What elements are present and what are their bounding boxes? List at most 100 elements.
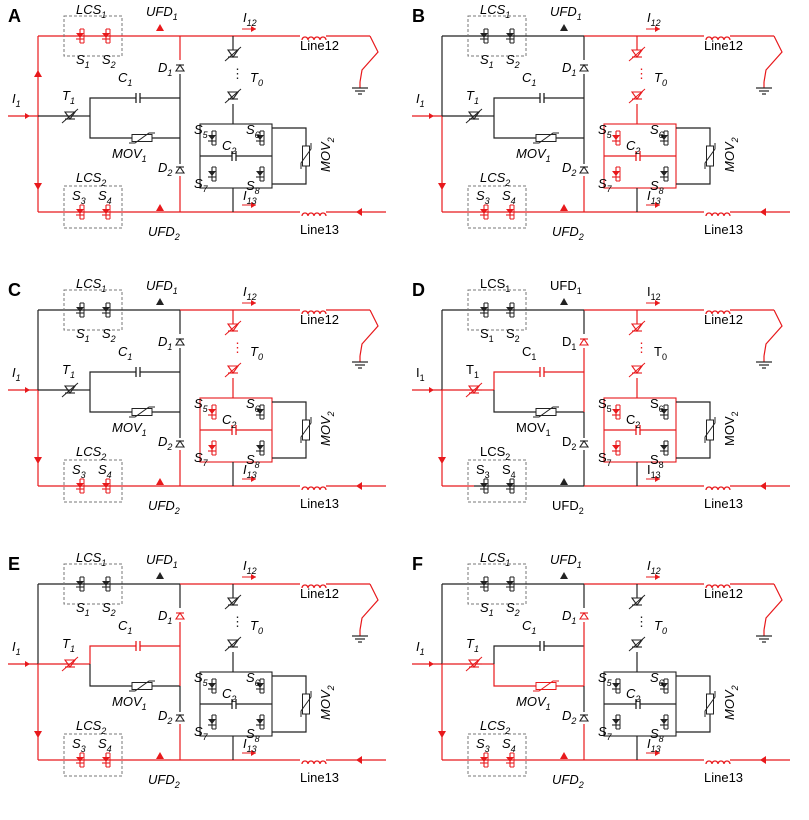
ufd2-label: UFD2 (552, 224, 584, 242)
capacitor-c1 (539, 641, 545, 651)
ufd2-arrow (560, 752, 568, 759)
mov2-label: MOV2 (722, 411, 740, 446)
panel-letter: B (412, 6, 425, 26)
s2-label: S2 (102, 326, 116, 344)
s3-label: S3 (476, 462, 490, 480)
i13-label: I13 (647, 188, 661, 206)
s8-label: S8 (650, 726, 664, 744)
ufd2-arrow (156, 478, 164, 485)
s1-label: S1 (76, 600, 90, 618)
mov1-wire-left (493, 390, 536, 413)
mov1-label: MOV1 (112, 146, 147, 164)
t0-dots: ⋮ (635, 614, 648, 629)
s8-label: S8 (650, 452, 664, 470)
line13-in-arrow (760, 756, 766, 764)
t0-dots: ⋮ (635, 340, 648, 355)
diode-d1 (578, 64, 590, 72)
t1-label: T1 (62, 362, 75, 380)
s1-label: S1 (76, 52, 90, 70)
s5-label: S5 (598, 396, 612, 414)
i12-label: I12 (243, 284, 257, 302)
s4-label: S4 (98, 736, 112, 754)
ufd1-label: UFD1 (550, 4, 582, 22)
mov1-label: MOV1 (112, 694, 147, 712)
s3-label: S3 (72, 736, 86, 754)
bus-down-arrow (438, 457, 446, 464)
d2-label: D2 (158, 708, 172, 726)
varistor-mov2 (300, 417, 312, 443)
s4-label: S4 (98, 462, 112, 480)
s2-label: S2 (102, 52, 116, 70)
line13-label: Line13 (300, 496, 339, 511)
bus-down-arrow (438, 183, 446, 190)
t0-label: T0 (654, 70, 667, 88)
i13-arrow-head (655, 750, 660, 756)
switch-s7 (612, 714, 621, 730)
mov2-wire-top (272, 127, 307, 146)
s6-label: S6 (246, 396, 260, 414)
c1-label: C1 (118, 70, 132, 88)
s5-label: S5 (598, 670, 613, 688)
lcs2-label: LCS2 (480, 718, 510, 736)
s1-label: S1 (480, 600, 494, 618)
i12-arrow-head (655, 26, 660, 32)
panel-letter: C (8, 280, 21, 300)
line13-label: Line13 (300, 222, 339, 237)
inductor-line12 (301, 36, 327, 41)
fault-bolt (359, 583, 379, 631)
ufd2-label: UFD2 (552, 498, 584, 516)
line12-label: Line12 (704, 312, 743, 327)
i13-arrow-head (251, 750, 256, 756)
ufd2-arrow (156, 204, 164, 211)
capacitor-c1 (135, 641, 141, 651)
d2-label: D2 (562, 708, 576, 726)
c2-label: C2 (626, 412, 640, 430)
switch-s5 (208, 130, 217, 146)
bus-up-arrow (34, 70, 42, 77)
line12-label: Line12 (704, 586, 743, 601)
diode-d1 (578, 338, 590, 346)
i1-label: I1 (12, 365, 21, 383)
diode-d2 (174, 714, 186, 722)
bus-down-arrow (438, 731, 446, 738)
thyristor-t0-b (224, 636, 242, 652)
c1-label: C1 (522, 344, 536, 362)
mov2-label: MOV2 (318, 685, 336, 720)
switch-s7 (208, 714, 217, 730)
mov2-wire-top (272, 401, 307, 420)
lcs2-label: LCS2 (76, 170, 106, 188)
switch-s1 (76, 576, 85, 592)
fault-bolt (763, 35, 783, 83)
ufd2-label: UFD2 (552, 772, 584, 790)
t0-dots: ⋮ (635, 66, 648, 81)
varistor-mov1 (129, 680, 155, 692)
s7-label: S7 (598, 724, 613, 742)
line12-label: Line12 (300, 586, 339, 601)
varistor-mov1 (533, 132, 559, 144)
s8-label: S8 (246, 178, 260, 196)
c1-wire-left (89, 645, 136, 664)
thyristor-t1 (465, 108, 483, 124)
capacitor-c1 (135, 93, 141, 103)
thyristor-t1 (61, 108, 79, 124)
lcs1-label: LCS1 (76, 276, 106, 294)
diode-d1 (174, 338, 186, 346)
s1-label: S1 (76, 326, 90, 344)
ufd1-label: UFD1 (550, 552, 582, 570)
c2-label: C2 (222, 686, 236, 704)
i13-arrow-head (655, 202, 660, 208)
thyristor-t0-b (224, 362, 242, 378)
switch-s7 (208, 440, 217, 456)
thyristor-t0-a (224, 594, 242, 610)
t0-label: T0 (250, 344, 263, 362)
switch-s5 (612, 404, 621, 420)
d1-label: D1 (158, 608, 172, 626)
switch-s6 (660, 130, 669, 146)
c2-label: C2 (626, 686, 640, 704)
s7-label: S7 (598, 176, 613, 194)
line12-label: Line12 (704, 38, 743, 53)
mov2-label: MOV2 (722, 137, 740, 172)
i13-arrow-head (251, 476, 256, 482)
